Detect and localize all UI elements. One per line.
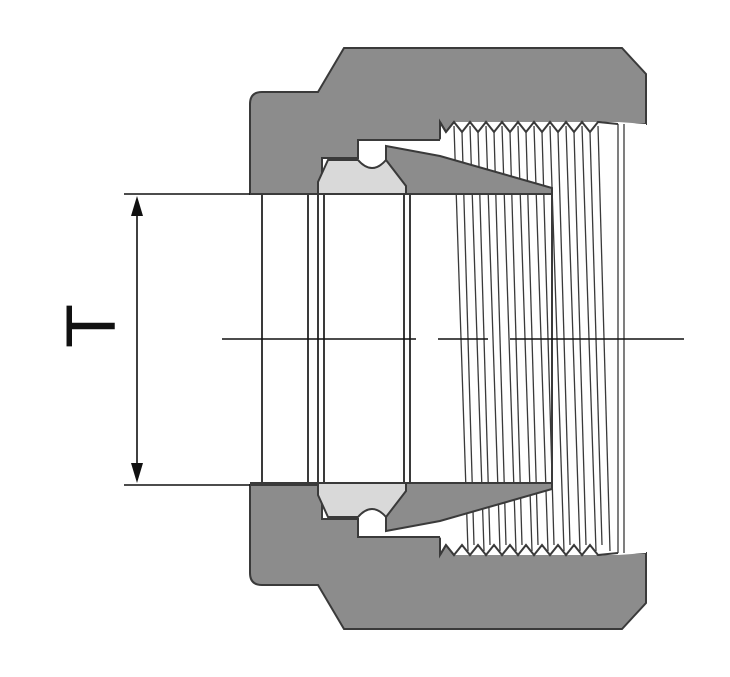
- dimension-t: [124, 193, 250, 486]
- dimension-label-t: T: [54, 305, 131, 347]
